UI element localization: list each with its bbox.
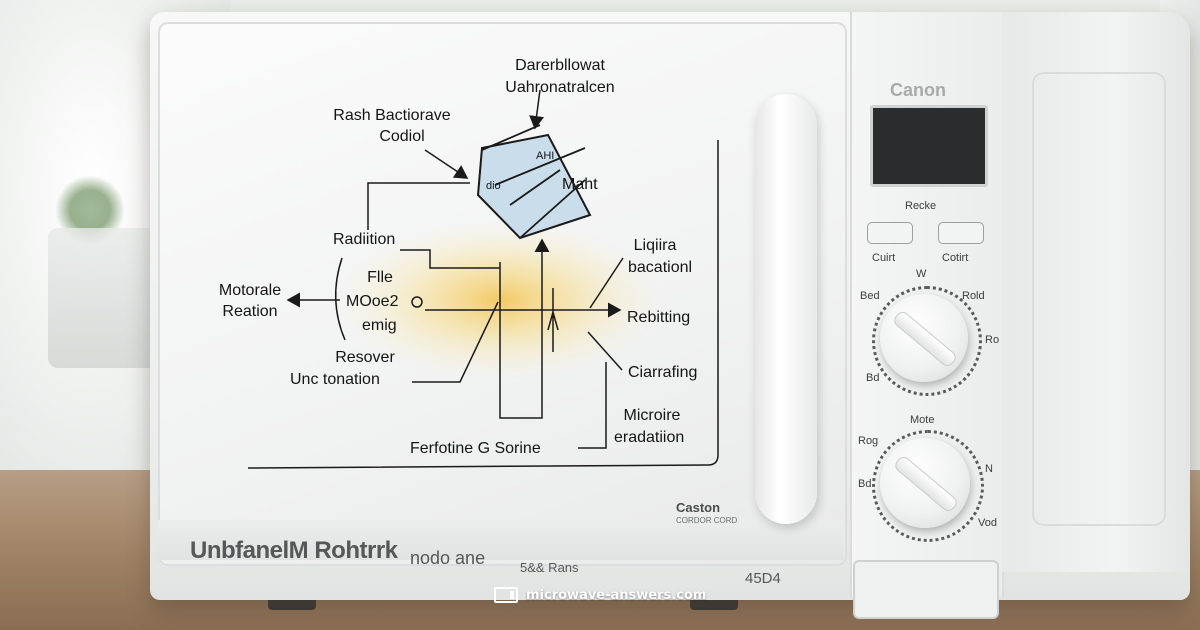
knob1-top-label: W [916, 268, 927, 280]
label-resover-2: Unc tonation [290, 371, 380, 388]
door-bottom-strip [158, 520, 843, 560]
knob1-label-r1: Rold [962, 290, 985, 302]
power-knob-grip [892, 454, 960, 514]
maker-logo: Caston [676, 500, 721, 515]
bracket-flle [335, 257, 346, 341]
label-top-title-2: Uahronatralcen [505, 79, 615, 96]
model-number: 45D4 [745, 570, 781, 587]
knob2-label-l1: Rog [858, 435, 879, 447]
line-radiition [367, 182, 470, 230]
line-ciarrafing [587, 331, 623, 371]
label-liqiira-2: bacationl [628, 259, 693, 276]
watermark-text: microwave-answers.com [526, 587, 707, 603]
label-dio: dio [486, 180, 501, 192]
monitor-icon [494, 587, 518, 603]
label-ciarrafing: Ciarrafing [628, 364, 698, 381]
knob2-label-r2: Vod [978, 517, 997, 529]
label-flle-2: MOoe2 [346, 293, 399, 310]
label-microire-2: eradatiion [614, 429, 685, 446]
maker-subtitle: CORDOR CORD [676, 516, 738, 525]
line-radiition-2 [400, 249, 500, 269]
model-subname: nodo ane [410, 548, 486, 568]
vertical-path [499, 248, 543, 419]
crystal-lines [481, 124, 586, 239]
panel-brand: Canon [890, 80, 946, 100]
panel-top-label: Recke [905, 200, 937, 212]
label-top-title-1: Darerbllowat [515, 57, 605, 74]
model-name: UnbfanelM Rohtrrk [190, 537, 398, 564]
panel-button-left-label: Cuirt [872, 252, 896, 264]
crystal-shape [476, 133, 592, 240]
label-mahl: Maht [562, 176, 598, 193]
line-liqiira [589, 257, 624, 309]
watermark: microwave-answers.com [494, 587, 706, 603]
label-rebitting: Rebitting [627, 309, 691, 326]
side-vent-panel [1032, 72, 1166, 526]
door-handle[interactable] [755, 94, 817, 524]
panel-button-right-label: Cotirt [942, 252, 969, 264]
frame-line [247, 140, 719, 469]
label-microire-1: Microire [623, 407, 681, 424]
timer-knob[interactable] [880, 294, 968, 382]
power-knob[interactable] [880, 438, 970, 528]
knob2-top-label: Mote [910, 414, 935, 426]
label-flle-3: emig [362, 317, 397, 334]
knob2-label-l2: Bd [858, 478, 872, 490]
label-radiition: Radiition [333, 231, 396, 248]
arrow-rash [424, 149, 469, 179]
line-resover [412, 301, 499, 383]
knob2-label-r1: N [985, 463, 993, 475]
arrow-top [529, 89, 545, 130]
knob1-label-l2: Bd [866, 372, 880, 384]
label-ahi: AHI [536, 150, 555, 162]
door-release-panel[interactable] [853, 560, 999, 619]
knob1-dial-ring [872, 286, 982, 396]
knob1-label-r2: Ro [985, 334, 1000, 346]
line-microire [578, 362, 607, 449]
label-ferfotine: Ferfotine G Sorine [410, 440, 541, 457]
timer-knob-grip [891, 309, 959, 369]
label-motorale-2: Reation [222, 303, 278, 320]
flle-node [411, 296, 423, 308]
panel-button-left[interactable] [867, 222, 913, 244]
background-pot [48, 228, 168, 368]
label-rash-2: Codiol [379, 128, 425, 145]
panel-button-right[interactable] [938, 222, 984, 244]
label-resover-1: Resover [335, 349, 395, 366]
knob2-dial-ring [872, 430, 984, 542]
label-flle-1: Flle [367, 269, 393, 286]
microwave-side [1002, 12, 1190, 572]
digital-display [870, 105, 988, 187]
label-motorale-1: Motorale [218, 282, 282, 299]
knob1-label-l1: Bed [860, 290, 880, 302]
label-liqiira-1: Liqiira [633, 237, 677, 254]
label-rash-1: Rash Bactiorave [333, 107, 451, 124]
mark-center [547, 288, 559, 352]
model-code: 5&& Rans [520, 560, 579, 575]
